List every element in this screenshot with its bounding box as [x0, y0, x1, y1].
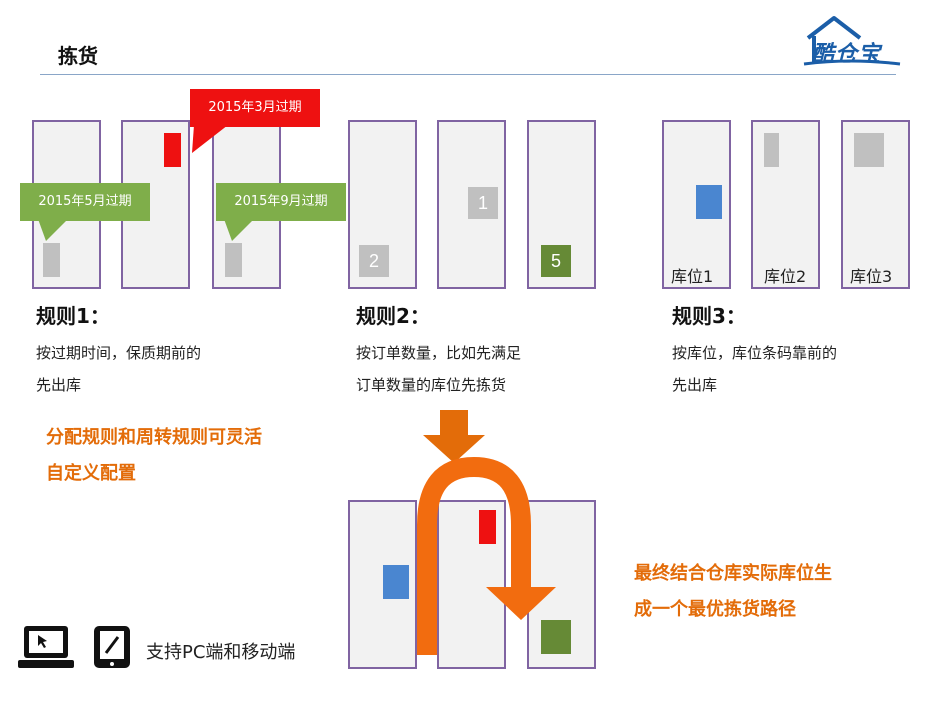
slot-label-3: 库位3 [850, 267, 893, 286]
rule-1: 规则1： 按过期时间，保质期前的 先出库 [36, 300, 326, 401]
logo-text: 酷仓宝 [812, 42, 882, 67]
callout-expire-mar: 2015年3月过期 [190, 89, 320, 127]
rule-1-line-1: 按过期时间，保质期前的 [36, 344, 202, 362]
optimal-path-line-2: 成一个最优拣货路径 [634, 599, 796, 620]
rack-rule3-b [751, 120, 820, 289]
goods-slot3 [854, 133, 884, 167]
callout-expire-may: 2015年5月过期 [20, 183, 150, 221]
rule-3-heading: 规则3： [672, 304, 746, 328]
slot-label-2: 库位2 [764, 267, 807, 286]
goods-qty-5: 5 [541, 245, 571, 277]
custom-config-note: 分配规则和周转规则可灵活 自定义配置 [46, 420, 262, 492]
rule-2: 规则2： 按订单数量，比如先满足 订单数量的库位先拣货 [356, 300, 646, 401]
custom-config-line-1: 分配规则和周转规则可灵活 [46, 427, 262, 448]
tablet-icon [94, 626, 130, 668]
rule-2-line-2: 订单数量的库位先拣货 [356, 376, 507, 394]
goods-slot1 [696, 185, 722, 219]
goods-final-red [479, 510, 496, 544]
goods-final-green [541, 620, 571, 654]
callout-pointer-sep [224, 219, 254, 241]
slot-label-1: 库位1 [671, 267, 714, 286]
house-logo-icon [803, 16, 901, 66]
callout-pointer-may [38, 219, 68, 241]
custom-config-line-2: 自定义配置 [46, 463, 136, 484]
rule-1-heading: 规则1： [36, 304, 110, 328]
goods-final-blue [383, 565, 409, 599]
callout-pointer-mar [192, 125, 228, 153]
optimal-path-note: 最终结合仓库实际库位生 成一个最优拣货路径 [634, 556, 832, 628]
goods-qty-2: 2 [359, 245, 389, 277]
title-divider [40, 74, 896, 75]
optimal-path-line-1: 最终结合仓库实际库位生 [634, 563, 832, 584]
laptop-icon [18, 626, 74, 668]
page-title: 拣货 [58, 44, 98, 68]
rule-2-line-1: 按订单数量，比如先满足 [356, 344, 522, 362]
goods-may [43, 243, 60, 277]
rule-3-line-1: 按库位，库位条码靠前的 [672, 344, 838, 362]
goods-slot2 [764, 133, 779, 167]
rule-3-line-2: 先出库 [672, 376, 718, 394]
goods-qty-1: 1 [468, 187, 498, 219]
goods-mar [164, 133, 181, 167]
rule-1-line-2: 先出库 [36, 376, 82, 394]
callout-expire-sep: 2015年9月过期 [216, 183, 346, 221]
support-text: 支持PC端和移动端 [146, 642, 296, 663]
goods-sep [225, 243, 242, 277]
rule-2-heading: 规则2： [356, 304, 430, 328]
rule-3: 规则3： 按库位，库位条码靠前的 先出库 [672, 300, 932, 401]
picking-path-arrow-icon [417, 410, 556, 655]
